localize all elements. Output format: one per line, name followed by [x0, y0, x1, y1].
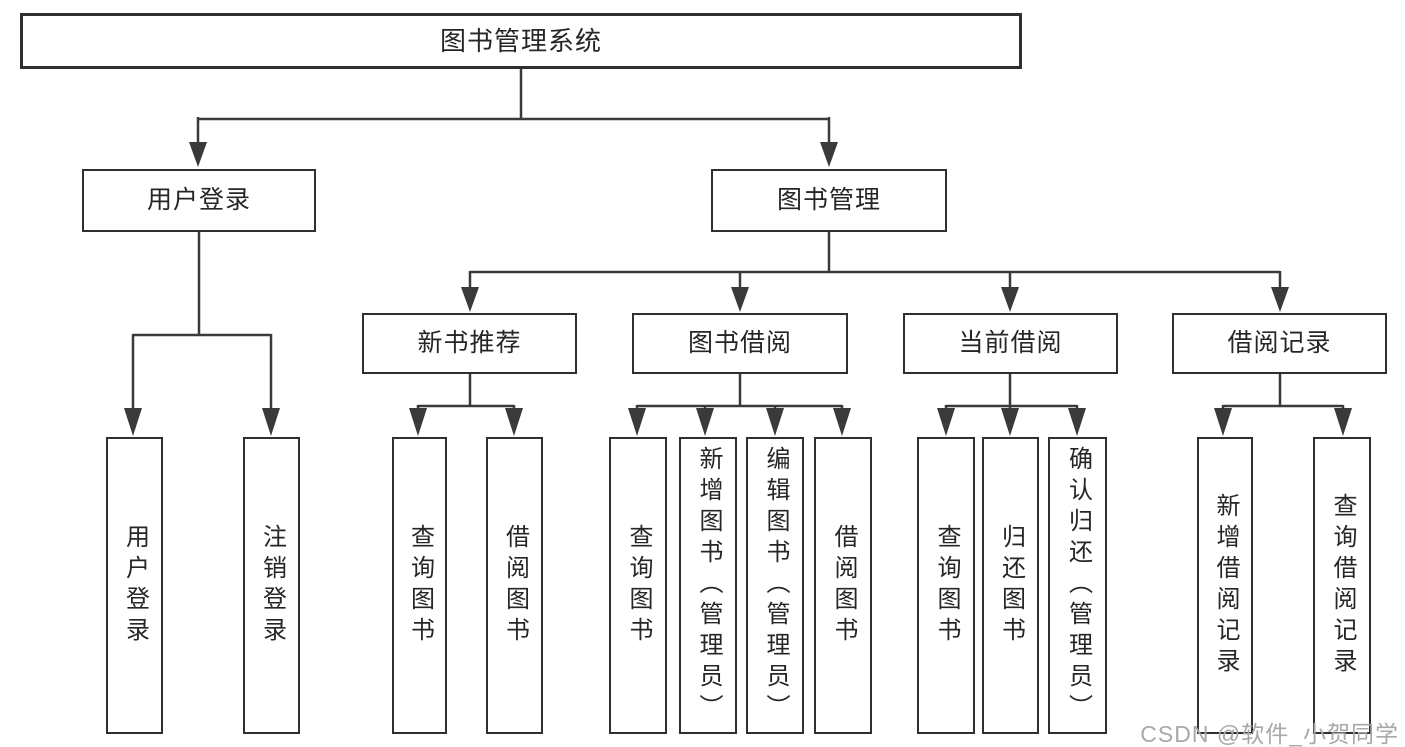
connector-borrowing-to-leaves	[635, 374, 844, 412]
leaf-logout: 注销登录	[243, 437, 300, 734]
leaf-query-books-recommend: 查询图书	[392, 437, 447, 734]
node-borrowing-records: 借阅记录	[1172, 313, 1387, 374]
node-library-management-system: 图书管理系统	[20, 13, 1022, 69]
leaf-borrow-books-recommend: 借阅图书	[486, 437, 543, 734]
leaf-edit-book-admin: 编辑图书（管理员）	[746, 437, 804, 734]
leaf-query-books-current: 查询图书	[917, 437, 975, 734]
leaf-query-borrow-record: 查询借阅记录	[1313, 437, 1371, 734]
connector-userlogin-to-leaves	[131, 232, 273, 412]
node-book-borrowing: 图书借阅	[632, 313, 848, 374]
connector-current-to-leaves	[944, 374, 1079, 412]
leaf-add-borrow-record: 新增借阅记录	[1197, 437, 1253, 734]
leaf-confirm-return-admin: 确认归还（管理员）	[1048, 437, 1107, 734]
node-current-borrowing: 当前借阅	[903, 313, 1118, 374]
connector-bookmgmt-to-level3	[468, 232, 1282, 291]
node-user-login: 用户登录	[82, 169, 316, 232]
watermark: CSDN @软件_小贺同学	[1140, 721, 1399, 747]
connector-root-to-level2	[196, 69, 831, 146]
node-book-management: 图书管理	[711, 169, 947, 232]
leaf-user-login: 用户登录	[106, 437, 163, 734]
leaf-query-books-borrowing: 查询图书	[609, 437, 667, 734]
connector-records-to-leaves	[1221, 374, 1345, 412]
node-new-book-recommendation: 新书推荐	[362, 313, 577, 374]
leaf-add-book-admin: 新增图书（管理员）	[679, 437, 737, 734]
leaf-return-books: 归还图书	[982, 437, 1039, 734]
connector-newbook-to-leaves	[416, 374, 516, 412]
leaf-borrow-books-borrowing: 借阅图书	[814, 437, 872, 734]
